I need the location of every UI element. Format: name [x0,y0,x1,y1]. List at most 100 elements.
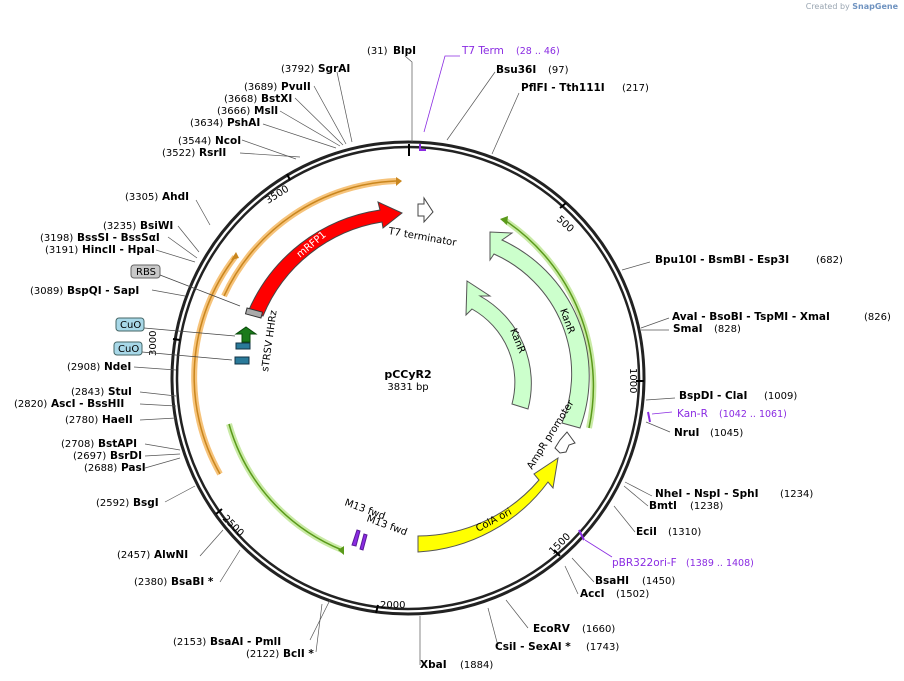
site-name-csii: CsiI - SexAI * [495,641,571,653]
site-pos-bspdi: (1009) [764,391,797,402]
site-pos-bsssi: (3198) [40,233,73,244]
orange-arrowhead [396,177,402,186]
t7term-primer-range: (28 .. 46) [516,46,560,57]
kanr-primer-range: (1042 .. 1061) [719,409,787,420]
site-name-asci: AscI - BssHII [51,398,124,410]
site-pos-ndei: (2908) [67,362,100,373]
site-pos-bsiwi: (3235) [103,221,136,232]
strsv-label: sTRSV HHRz [260,310,280,373]
site-name-avai: AvaI - BsoBI - TspMI - XmaI [672,311,830,323]
cuo-block-2 [234,356,250,365]
site-name-bsiwi: BsiWI [140,220,173,232]
rbs-leader [159,274,241,307]
site-name-xbai: XbaI [420,659,447,671]
site-name-msli: MslI [254,105,278,117]
site-pos-haeii: (2780) [65,415,98,426]
site-pos-ecorv: (1660) [582,624,615,635]
tick-mark [215,508,223,515]
site-pos-bmti: (1238) [690,501,723,512]
site-pos-pshai: (3634) [190,118,223,129]
site-name-bpu10i: Bpu10I - BsmBI - Esp3I [655,254,789,266]
site-name-bcli: BclI * [283,648,314,660]
site-pos-bsaai: (2153) [173,637,206,648]
rbs-box [130,264,161,279]
pbr-primer-leader [584,539,613,558]
site-name-sgrai: SgrAI [318,63,350,75]
cuo1-box [115,317,145,332]
site-pos-bsahi: (1450) [642,576,675,587]
site-pos-avai: (826) [864,312,891,323]
m13-fwd-b [359,533,368,551]
site-pos-asci: (2820) [14,399,47,410]
site-pos-bspqi: (3089) [30,286,63,297]
site-name-bsu36i: Bsu36I [496,64,536,76]
snapgene-watermark: Created by SnapGene [806,2,898,11]
site-leaders [133,55,676,665]
strsv-block [244,307,264,319]
site-name-pflfi: PflFI - Tth111I [521,82,605,94]
plasmid-length: 3831 bp [387,382,428,393]
site-name-bsabi: BsaBI * [171,576,214,588]
site-name-hincii: HincII - HpaI [82,244,155,256]
pbr-primer-name: pBR322ori-F [612,557,677,569]
site-pos-ncoi: (3544) [178,136,211,147]
site-name-bstapi: BstAPI [98,438,137,450]
site-pos-alwni: (2457) [117,550,150,561]
cuo2-label: CuO [118,344,139,355]
kanr-primer-name: Kan-R [677,408,708,420]
cuo-block-1 [235,342,251,350]
green-arc-right-line [505,220,595,429]
site-pos-pflfi: (217) [622,83,649,94]
m13-fwd-label-b: M13 fwd [365,513,409,538]
m13-fwd-a [351,529,361,547]
orange-arc-top-line [223,180,397,297]
green-arrowhead-bottom [338,546,344,555]
site-pos-acci: (1502) [616,589,649,600]
site-pos-bsabi: (2380) [134,577,167,588]
site-name-haeii: HaeII [102,414,133,426]
watermark-prefix: Created by [805,2,850,11]
site-pos-bstxi: (3668) [224,94,257,105]
kanr-outer-feature [489,231,590,429]
site-pos-bsgi: (2592) [96,498,129,509]
site-pos-stui: (2843) [71,387,104,398]
site-name-stui: StuI [108,386,132,398]
site-pos-rsrii: (3522) [162,148,195,159]
site-name-bsgi: BsgI [133,497,159,509]
orange-arrowhead-left [231,252,239,260]
cuo1-label: CuO [120,320,141,331]
site-pos-nrui: (1045) [710,428,743,439]
site-name-bsahi: BsaHI [595,575,629,587]
t7term-primer-mark [419,144,426,151]
cuo1-leader [143,327,236,337]
tick-mark [172,338,181,341]
ampr-promoter-arrow [554,431,576,454]
site-pos-xbai: (1884) [460,660,493,671]
site-pos-smai: (828) [714,324,741,335]
tick-label-3000: 3000 [148,331,159,356]
site-name-nrui: NruI [674,427,699,439]
rbs-label: RBS [136,267,156,278]
snapgene-logo: SnapGene [852,2,898,11]
site-pos-bsu36i: (97) [548,65,569,76]
site-name-smai: SmaI [673,323,703,335]
tick-label-2000: 2000 [380,600,405,611]
site-pos-bcli: (2122) [246,649,279,660]
site-name-pshai: PshAI [227,117,260,129]
site-name-bsssi: BssSI - BssSαI [77,232,160,244]
site-name-ncoi: NcoI [215,135,241,147]
site-pos-nhei: (1234) [780,489,813,500]
site-name-bspqi: BspQI - SapI [67,285,139,297]
tick-mark [286,173,291,181]
tick-label-1000: 1000 [627,368,638,393]
site-name-bsrdi: BsrDI [110,450,142,462]
site-name-bsaai: BsaAI - PmlI [210,636,281,648]
site-pos-hincii: (3191) [45,245,78,256]
site-name-bmti: BmtI [649,500,677,512]
kanr-inner-feature [465,280,532,410]
site-name-pasi: PasI [121,462,146,474]
backbone-outer [170,140,646,616]
site-name-rsrii: RsrII [199,147,226,159]
t7term-primer-name: T7 Term [461,45,504,57]
site-name-ecorv: EcoRV [533,623,571,635]
